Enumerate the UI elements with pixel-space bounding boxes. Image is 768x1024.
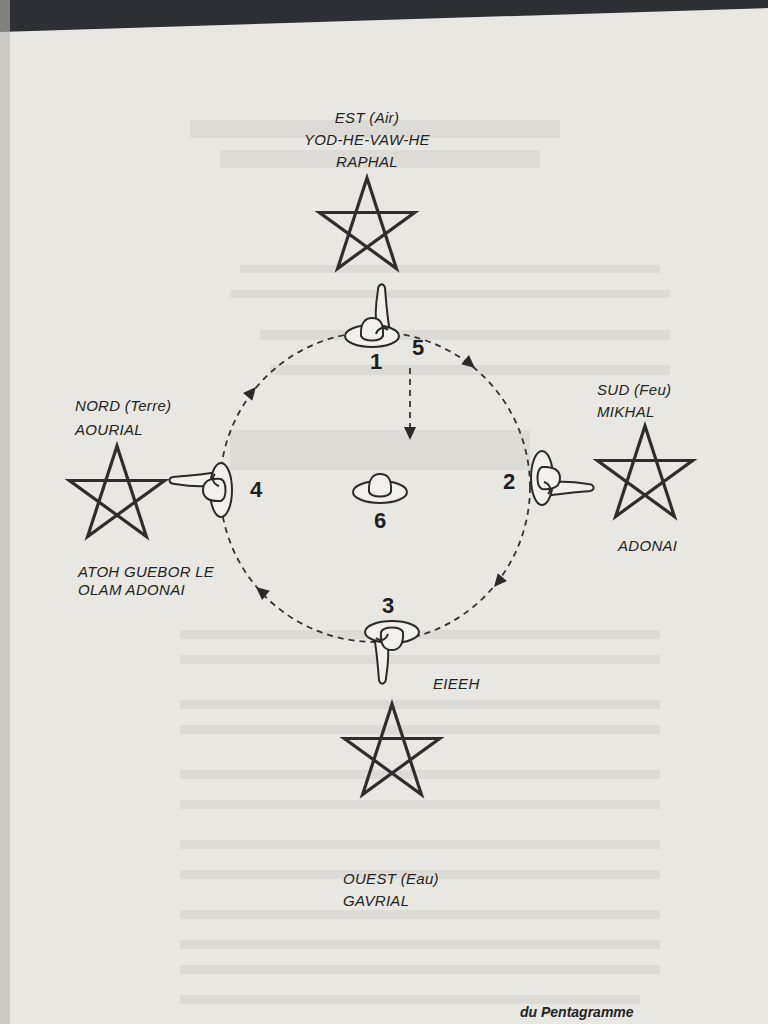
direction-label: SUD (Feu): [597, 381, 671, 399]
step-number: 4: [250, 477, 262, 503]
divine-name: YOD-HE-VAW-HE: [304, 131, 430, 149]
arrowhead: [243, 383, 261, 401]
figure-south: [531, 451, 594, 505]
step-number: 2: [503, 469, 515, 495]
direction-label: EST (Air): [335, 109, 399, 127]
return-path: [409, 368, 411, 428]
step-number: 3: [382, 593, 394, 619]
archangel-name: MIKHAL: [597, 403, 655, 421]
pentagram-east: [319, 178, 414, 269]
direction-label: OUEST (Eau): [343, 870, 439, 888]
pentagram-south: [597, 426, 692, 517]
figure-west: [365, 621, 419, 684]
divine-name: ADONAI: [618, 537, 677, 555]
figure-centre: [353, 474, 407, 503]
figure-east: [345, 284, 399, 347]
arrowhead: [252, 582, 270, 600]
arrowhead: [489, 573, 507, 591]
pentagram-west: [344, 704, 439, 795]
pentagram-north: [69, 446, 164, 537]
arrowhead: [404, 427, 416, 440]
step-number: 1: [370, 349, 382, 375]
step-number: 5: [412, 335, 424, 361]
page-edge-shadow: [0, 0, 768, 32]
divine-name: EIEEH: [433, 675, 480, 693]
archangel-name: RAPHAL: [336, 153, 398, 171]
show-through-texture: [180, 120, 670, 1004]
figure-north: [169, 463, 232, 517]
gutter-shadow: [0, 0, 10, 1024]
page-footer: du Pentagramme: [520, 1004, 634, 1021]
direction-label: NORD (Terre): [75, 397, 171, 415]
archangel-name: GAVRIAL: [343, 892, 409, 910]
circle-path: [220, 332, 530, 642]
archangel-name: AOURIAL: [75, 421, 143, 439]
arrowhead: [461, 355, 479, 373]
step-number: 6: [374, 508, 386, 534]
divine-name: ATOH GUEBOR LE OLAM ADONAI: [78, 563, 228, 599]
